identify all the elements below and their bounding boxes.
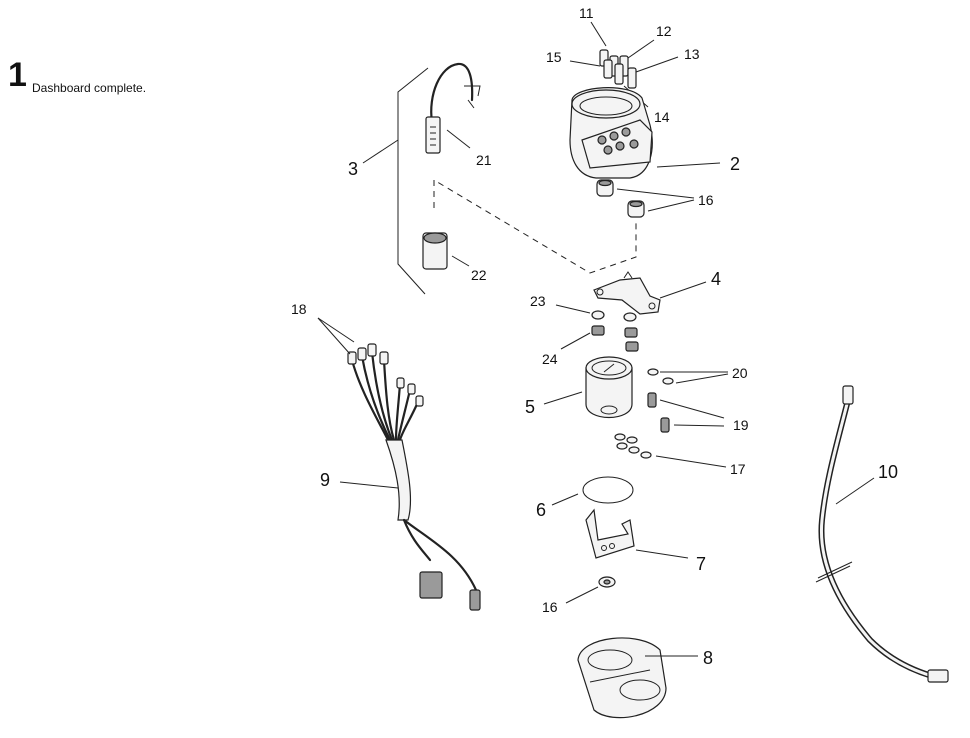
part-8-cover	[577, 637, 698, 719]
parts-11-15-bulbs	[569, 21, 679, 108]
callout-8: 8	[703, 648, 713, 668]
callout-23: 23	[530, 293, 546, 309]
parts-19-20-screws-washers	[647, 368, 729, 433]
part-9-wiring-harness	[317, 317, 481, 611]
part-6-o-ring	[551, 476, 634, 506]
group-3-bracket	[362, 67, 429, 295]
callout-19: 19	[733, 417, 749, 433]
callout-16b: 16	[542, 599, 558, 615]
part-2-housing	[569, 87, 721, 179]
callout-21: 21	[476, 152, 492, 168]
figure-number: 1	[8, 56, 27, 94]
callout-labels: 2 3 4 5 6 7 8 9 10 11 12 13 14 15 16 16 …	[291, 5, 898, 668]
callout-22: 22	[471, 267, 487, 283]
parts-23-24-washers-nuts	[555, 304, 639, 352]
callout-4: 4	[711, 269, 721, 289]
callout-6: 6	[536, 500, 546, 520]
callout-3: 3	[348, 159, 358, 179]
callout-2: 2	[730, 154, 740, 174]
part-5-gauge	[543, 356, 633, 419]
part-21-lamp-wiring	[425, 62, 481, 154]
callout-10: 10	[878, 462, 898, 482]
callout-13: 13	[684, 46, 700, 62]
callout-20: 20	[732, 365, 748, 381]
callout-14: 14	[654, 109, 670, 125]
part-22-bulb	[422, 232, 470, 270]
callout-17: 17	[730, 461, 746, 477]
figure-caption: Dashboard complete.	[32, 81, 147, 95]
part-16-grommets	[596, 179, 695, 218]
part-10-speedometer-cable	[815, 385, 949, 683]
callout-18: 18	[291, 301, 307, 317]
part-4-bracket-plate	[593, 271, 707, 315]
dashed-assembly-line	[433, 179, 637, 274]
callout-5: 5	[525, 397, 535, 417]
part-16-lower-nut	[565, 576, 616, 604]
callout-11: 11	[579, 5, 594, 21]
callout-24: 24	[542, 351, 558, 367]
part-7-u-bracket	[585, 508, 689, 559]
callout-15: 15	[546, 49, 562, 65]
callout-12: 12	[656, 23, 672, 39]
callout-7: 7	[696, 554, 706, 574]
part-17-nuts	[614, 433, 727, 468]
callout-9: 9	[320, 470, 330, 490]
callout-16a: 16	[698, 192, 714, 208]
